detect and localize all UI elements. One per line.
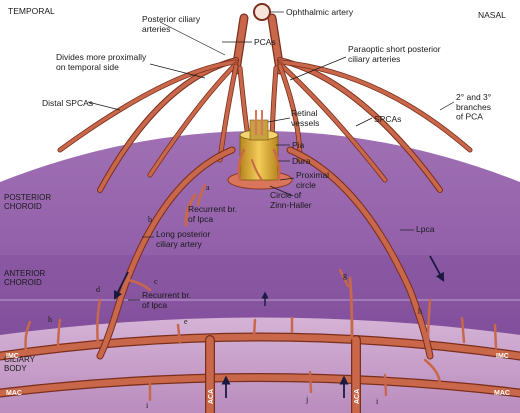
label-imc-left: IMC — [6, 353, 19, 360]
letter-g: g — [343, 271, 347, 280]
label-pia: Pia — [292, 140, 305, 150]
optic-nerve-head — [227, 110, 293, 190]
label-line: Long posterior — [156, 229, 211, 239]
mac-vessel — [0, 373, 520, 398]
label-imc-right: IMC — [496, 353, 509, 360]
ophthalmic-artery-circle — [253, 3, 271, 21]
label-line: Circle of — [270, 190, 302, 200]
label-line: ciliary artery — [156, 239, 203, 249]
label-ophthalmic-artery: Ophthalmic artery — [286, 7, 354, 17]
label-line: Divides more proximally — [56, 52, 147, 62]
flow-arrows — [113, 255, 445, 398]
letter-i-left: i — [146, 401, 149, 410]
label-temporal: TEMPORAL — [8, 6, 55, 16]
letter-e: e — [184, 317, 188, 326]
label-line: CHOROID — [4, 278, 42, 287]
label-line: ANTERIOR — [4, 269, 46, 278]
label-mac-right: MAC — [494, 390, 510, 397]
label-line: Proximal — [296, 170, 329, 180]
label-aca-left: ACA — [208, 389, 215, 404]
letter-d: d — [96, 285, 100, 294]
label-recurrent-lpca: Recurrent br.of lpca — [188, 204, 237, 224]
label-mac-left: MAC — [6, 390, 22, 397]
arrow-left-choroid — [113, 271, 129, 301]
label-line: Recurrent br. — [142, 290, 191, 300]
label-line: arteries — [142, 24, 170, 34]
label-lpca: Lpca — [416, 224, 435, 234]
arrow-right-choroid — [429, 255, 445, 282]
label-line: CHOROID — [4, 202, 42, 211]
leader-lines — [87, 11, 455, 301]
long-posterior-ciliary-left — [96, 146, 236, 360]
label-pcas: PCAs — [254, 37, 276, 47]
letter-a: a — [206, 183, 210, 192]
label-line: Paraoptic short posterior — [348, 44, 441, 54]
label-dura: Dura — [292, 156, 311, 166]
label-line: vessels — [291, 118, 319, 128]
label-line: Retinal — [291, 108, 318, 118]
long-posterior-ciliary-right — [286, 146, 434, 360]
label-line: Zinn-Haller — [270, 200, 312, 210]
letter-h-left: h — [48, 315, 52, 324]
label-spcas: SPCAs — [374, 114, 401, 124]
label-line: BODY — [4, 364, 27, 373]
label-line: of lpca — [142, 300, 167, 310]
label-line: of lpca — [188, 214, 213, 224]
label-aca-right: ACA — [354, 389, 361, 404]
label-distal-spcas: Distal SPCAs — [42, 98, 93, 108]
label-line: circle — [296, 180, 316, 190]
letter-i-right: i — [376, 397, 379, 406]
label-line: Recurrent br. — [188, 204, 237, 214]
letter-b: b — [148, 215, 152, 224]
letter-c: c — [154, 277, 158, 286]
label-line: POSTERIOR — [4, 193, 51, 202]
letter-j: j — [305, 395, 308, 404]
choroid-small-vessels — [24, 183, 498, 402]
label-nasal: NASAL — [478, 10, 506, 20]
label-line: on temporal side — [56, 62, 119, 72]
ciliary-body-region — [0, 317, 520, 413]
nasal-branches — [269, 57, 473, 193]
label-line: ciliary arteries — [348, 54, 400, 64]
letter-h-right: h — [418, 307, 422, 316]
label-recurrent-lpca-2: Recurrent br.of lpca — [142, 290, 191, 310]
label-line: 2° and 3° — [456, 92, 491, 102]
imc-vessel — [0, 332, 520, 361]
label-line: Posterior ciliary — [142, 14, 201, 24]
label-line: branches — [456, 102, 491, 112]
label-line: of PCA — [456, 112, 483, 122]
label-line: CILIARY — [4, 355, 36, 364]
